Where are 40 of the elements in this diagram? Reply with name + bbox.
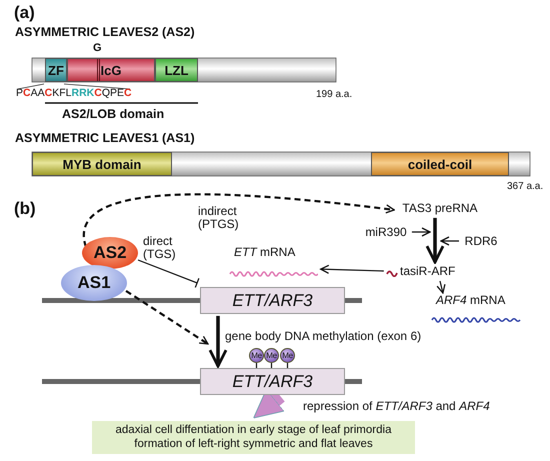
methyl-group: Me bbox=[249, 348, 264, 363]
arrow bbox=[436, 280, 446, 294]
outcome-text: adaxial cell diffentiation in early stage of leaf primordia bbox=[116, 424, 392, 438]
edge-label: gene body DNA methylation (exon 6) bbox=[225, 330, 422, 344]
panel-label: (a) bbox=[14, 4, 35, 23]
arrow bbox=[426, 218, 444, 264]
rna-label: TAS3 preRNA bbox=[396, 200, 484, 216]
edge-label: repression of ETT/ARF3 and ARF4 bbox=[303, 400, 490, 414]
length-label: 199 a.a. bbox=[316, 89, 352, 100]
length-label: 367 a.a. bbox=[507, 181, 544, 192]
outcome-box bbox=[92, 421, 415, 454]
gene-box: ETT/ARF3 bbox=[200, 287, 345, 314]
inhibition-line bbox=[138, 259, 200, 288]
methyl-group: Me bbox=[280, 348, 295, 363]
panel-label: (b) bbox=[14, 200, 36, 219]
gene-box: ETT/ARF3 bbox=[200, 368, 345, 395]
methyl-group: Me bbox=[264, 348, 279, 363]
mrna-label: ETT mRNA bbox=[234, 246, 296, 260]
protein-title: ASYMMETRIC LEAVES2 (AS2) bbox=[15, 26, 195, 40]
enzyme-label: RDR6 bbox=[461, 233, 501, 249]
arrow bbox=[320, 264, 384, 274]
arrow bbox=[440, 236, 459, 246]
domain-label: AS2/LOB domain bbox=[62, 108, 164, 122]
as2-protein: AS2 bbox=[82, 237, 138, 269]
lzl-domain: LZL bbox=[155, 58, 198, 82]
residue-label: G bbox=[93, 42, 102, 54]
sirna-label: tasiR-ARF bbox=[400, 265, 456, 278]
arrow bbox=[83, 193, 395, 248]
amino-acid-sequence: PCAACKFLRRKCQPEC bbox=[16, 88, 132, 100]
arrow bbox=[412, 227, 431, 237]
coiled-coil-domain: coiled-coil bbox=[371, 152, 509, 176]
mrna-label: ARF4 mRNA bbox=[436, 294, 506, 308]
icg-domain: IcG bbox=[67, 58, 155, 82]
arrow bbox=[208, 316, 228, 368]
as1-protein: AS1 bbox=[61, 265, 127, 301]
arrow bbox=[125, 290, 209, 345]
zinc-finger-domain: ZF bbox=[45, 58, 67, 82]
mirna-label: miR390 bbox=[362, 224, 410, 240]
outcome-text: formation of left-right symmetric and flat leaves bbox=[134, 438, 373, 452]
myb-domain: MYB domain bbox=[32, 152, 172, 176]
